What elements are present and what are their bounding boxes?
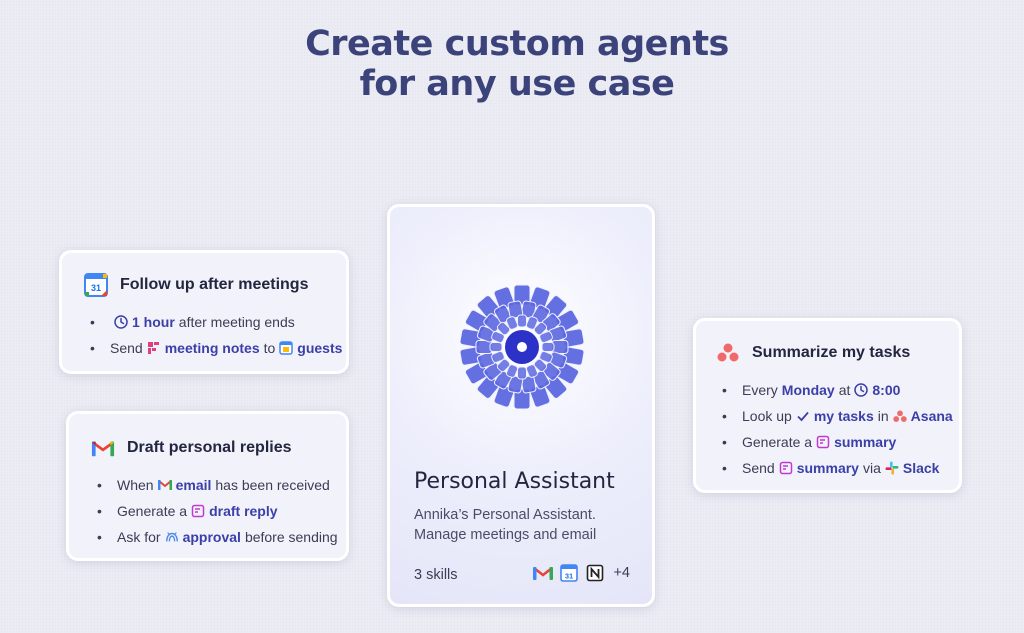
agent-card-personal-assistant[interactable]: Personal Assistant Annika’s Personal Ass… bbox=[387, 204, 655, 607]
svg-text:31: 31 bbox=[565, 572, 573, 581]
card-title-text: Summarize my tasks bbox=[752, 344, 911, 361]
card-title-text: Follow up after meetings bbox=[120, 276, 309, 293]
document-icon bbox=[779, 461, 793, 475]
assistant-description: Annika’s Personal Assistant. Manage meet… bbox=[414, 507, 597, 543]
day-value: Monday bbox=[781, 382, 835, 398]
skills-count: 3 skills bbox=[414, 567, 458, 583]
gmail-icon bbox=[91, 436, 115, 460]
list-item: • When email has been received bbox=[97, 477, 330, 493]
agent-card-summarize-tasks[interactable]: Summarize my tasks • Every Monday at 8:0… bbox=[693, 318, 962, 493]
page-headline: Create custom agents for any use case bbox=[0, 24, 1024, 104]
calendar-icon bbox=[279, 341, 294, 355]
email-link: email bbox=[175, 477, 212, 493]
list-item: • Generate a summary bbox=[722, 434, 897, 450]
headline-line-2: for any use case bbox=[359, 64, 675, 104]
list-item: • Send summary via Slack bbox=[722, 460, 940, 476]
asana-icon bbox=[892, 409, 907, 423]
list-item: • Generate a draft reply bbox=[97, 503, 278, 519]
guests-link: guests bbox=[297, 340, 343, 356]
assistant-title: Personal Assistant bbox=[414, 469, 615, 494]
clock-icon bbox=[854, 383, 869, 397]
draft-reply-link: draft reply bbox=[209, 503, 278, 519]
my-tasks-link: my tasks bbox=[813, 408, 874, 424]
document-icon bbox=[816, 435, 830, 449]
card-title: Summarize my tasks bbox=[716, 341, 959, 365]
calendar-icon: 31 bbox=[84, 273, 108, 297]
card-title: Draft personal replies bbox=[91, 436, 346, 460]
list-item: • 1 hour after meeting ends bbox=[90, 314, 295, 330]
gmail-icon bbox=[533, 563, 554, 583]
notes-icon bbox=[147, 341, 161, 355]
asana-link: Asana bbox=[910, 408, 953, 424]
clock-icon bbox=[114, 315, 128, 329]
approval-link: approval bbox=[182, 529, 241, 545]
slack-icon bbox=[885, 461, 899, 475]
card-title-text: Draft personal replies bbox=[127, 439, 292, 456]
slack-link: Slack bbox=[902, 460, 940, 476]
gmail-icon bbox=[157, 478, 172, 492]
checkmark-icon bbox=[796, 409, 810, 423]
approval-icon bbox=[165, 530, 179, 544]
time-value: 8:00 bbox=[872, 382, 901, 398]
agent-card-draft-replies[interactable]: Draft personal replies • When email has … bbox=[66, 411, 349, 561]
headline-line-1: Create custom agents bbox=[305, 24, 729, 64]
list-item: • Look up my tasks in Asana bbox=[722, 408, 953, 424]
document-icon bbox=[191, 504, 205, 518]
card-title: 31 Follow up after meetings bbox=[84, 273, 346, 297]
asana-icon bbox=[716, 341, 740, 365]
step-list: • When email has been received • Generat… bbox=[91, 472, 346, 550]
svg-text:31: 31 bbox=[91, 283, 101, 293]
summary-link: summary bbox=[796, 460, 859, 476]
time-value: 1 hour bbox=[132, 314, 175, 330]
agent-card-follow-up[interactable]: 31 Follow up after meetings • 1 hour aft… bbox=[59, 250, 349, 374]
notion-icon bbox=[585, 563, 605, 583]
summary-link: summary bbox=[834, 434, 897, 450]
list-item: • Every Monday at 8:00 bbox=[722, 382, 901, 398]
skill-icons: 31 +4 bbox=[533, 563, 630, 583]
more-skills-count: +4 bbox=[613, 565, 630, 581]
meeting-notes-link: meeting notes bbox=[164, 340, 260, 356]
list-item: • Send meeting notes to guests bbox=[90, 340, 343, 356]
calendar-icon: 31 bbox=[559, 563, 579, 583]
list-item: • Ask for approval before sending bbox=[97, 529, 338, 545]
assistant-avatar-icon bbox=[459, 284, 585, 410]
step-list: • Every Monday at 8:00 • Look up my task… bbox=[716, 377, 959, 481]
step-list: • 1 hour after meeting ends • Send meeti… bbox=[84, 309, 346, 361]
